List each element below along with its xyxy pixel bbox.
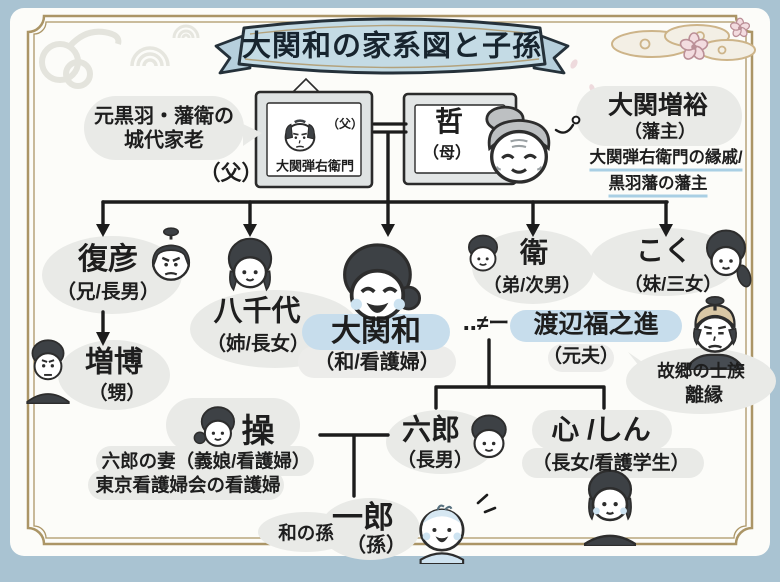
misao-note2-bubble	[88, 470, 284, 500]
lord-note-line2: 黒羽藩の藩主	[608, 175, 708, 198]
shin-face-icon	[576, 460, 644, 546]
koku-face-icon	[698, 222, 758, 300]
ichiro-tag: （孫）	[346, 534, 406, 557]
mamoru-tag: （弟/次男）	[483, 274, 581, 296]
masuhiro-name: 増博	[84, 346, 144, 379]
sakura-icon	[570, 17, 751, 92]
father-face-icon	[277, 107, 323, 157]
mamoru-name: 衛	[519, 236, 549, 268]
hometown-note-line1: 故郷の士族	[657, 360, 745, 381]
kazu-tag: （和/看護婦）	[314, 351, 440, 374]
yachiyo-tag: （姉/長女）	[206, 332, 310, 355]
mother-face-icon	[477, 103, 561, 191]
father-note-bubble-tail	[243, 124, 262, 146]
masuhiro-face-icon	[22, 332, 74, 404]
exhusband-tag-bubble	[548, 344, 614, 372]
father-name: 大関弾右衛門	[275, 158, 355, 174]
arrowheads	[96, 224, 673, 346]
yachiyo-name: 八千代	[213, 295, 301, 328]
ichiro-name: 一郎	[332, 500, 394, 536]
shin-tag: （長女/看護学生）	[532, 453, 690, 475]
fukuhiko-name: 復彦	[78, 242, 138, 276]
masuhiro-bubble	[58, 340, 170, 410]
ichiro-bubble	[320, 498, 420, 560]
title-ribbon	[214, 17, 570, 75]
koku-name: こく	[635, 234, 693, 266]
exhusband-tag: （元夫）	[542, 346, 620, 368]
outer-frame-line	[26, 14, 754, 546]
shin-name: 心 /しん	[551, 413, 651, 445]
baby-sparkle-icon	[476, 493, 497, 514]
kazu-name: 大関和	[331, 314, 421, 348]
shin-name-bubble	[532, 410, 672, 450]
father-caption: （父）	[199, 161, 263, 185]
father-note-bubble	[84, 96, 244, 160]
divorce-mark: ‥≠ー	[462, 311, 510, 335]
lord-tag: （藩主）	[624, 121, 696, 142]
rokuro-name: 六郎	[401, 414, 461, 447]
father-frame-tag: （父）	[326, 117, 364, 132]
lord-pointer-curl	[554, 123, 575, 134]
inner-frame-line	[33, 21, 747, 539]
mother-name: 哲	[434, 105, 464, 137]
marriage-equals-line	[372, 122, 408, 134]
kazu-face-icon	[332, 234, 426, 334]
ichiro-face-icon	[412, 496, 476, 564]
rokuro-face-icon	[461, 405, 517, 467]
misao-note-line1: 六郎の妻（義娘/看護婦）	[101, 450, 311, 472]
exhusband-name: 渡辺福之進	[533, 310, 659, 339]
misao-face-icon	[190, 397, 244, 457]
exhusband-name-highlight	[510, 310, 682, 342]
page-title: 大関和の家系図と子孫	[241, 30, 543, 63]
watanabe-face-icon	[682, 290, 748, 370]
koku-tag: （妹/三女）	[624, 273, 722, 295]
lord-bubble	[576, 86, 742, 146]
father-note-line1: 元黒羽・藩衛の	[94, 105, 234, 128]
tree-connectors	[101, 122, 669, 514]
misao-name: 操	[241, 412, 275, 450]
mother-tag: （母）	[422, 144, 472, 162]
lord-name: 大関増裕	[607, 91, 709, 120]
yachiyo-face-icon	[219, 230, 281, 298]
fukuhiko-tag: （兄/長男）	[56, 280, 160, 303]
rokuro-tag: （長男）	[396, 450, 474, 472]
mamoru-face-icon	[458, 224, 508, 282]
father-note-line2: 城代家老	[124, 129, 204, 152]
wave-motif-icon	[130, 24, 200, 67]
kazu-tag-bubble	[298, 346, 456, 378]
lord-note-line1: 大関弾右衛門の縁戚/	[589, 149, 743, 172]
lord-pointer-dot	[571, 115, 581, 125]
masuhiro-tag: （甥）	[88, 383, 146, 405]
hometown-note-line2: 離縁	[684, 385, 724, 407]
grandson-note: 和の孫	[278, 522, 334, 544]
misao-note-line2: 東京看護婦会の看護婦	[95, 474, 281, 496]
fukuhiko-face-icon	[142, 222, 200, 288]
knot-motif-icon	[39, 28, 122, 89]
